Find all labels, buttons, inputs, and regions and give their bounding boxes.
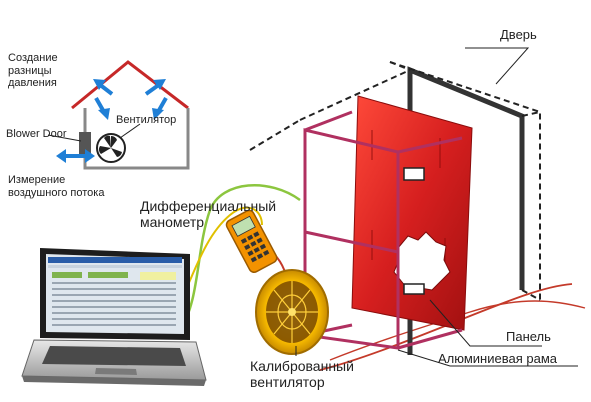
laptop-software-screen [48,257,182,326]
calibrated-fan [255,269,329,355]
label-blower-door: Blower Door [6,128,67,140]
airflow-arrow [56,149,95,163]
panel-sheet [351,95,473,331]
diff-manometer-text: Дифференциальный манометр [140,198,277,231]
house-roof [71,60,189,110]
label-small-fan: Вентилятор [116,114,177,126]
label-calibrated-fan: Калиброванный вентилятор [250,358,354,390]
label-leaders [295,47,578,367]
house-schematic [47,60,190,170]
calibrated-fan-text: Калиброванный вентилятор [250,358,354,391]
laptop-touchpad [95,368,137,375]
leader-frame [397,349,578,367]
green-cable [178,184,301,331]
panel-window-top [403,167,425,181]
label-airflow-measure: Измерение воздушного потока [8,174,104,199]
pressure-difference-text: Создание разницы давления [8,52,58,90]
laptop [21,248,207,386]
label-pressure-difference: Создание разницы давления [8,52,58,90]
leader-blower-door [47,134,82,142]
laptop-keyboard [42,346,186,366]
small-fan-icon [96,133,126,163]
pressure-arrows [93,79,168,120]
label-door: Дверь [500,27,537,42]
leader-fan [119,123,141,139]
leader-panel [429,299,542,347]
leader-door [465,47,530,85]
label-aluminum-frame: Алюминиевая рама [438,351,557,366]
label-diff-manometer: Дифференциальный манометр [140,198,276,230]
airflow-measure-text: Измерение воздушного потока [8,174,105,199]
label-panel: Панель [506,329,551,344]
red-panel [351,95,473,331]
manometer-device [225,209,278,273]
manometer-screen [231,215,256,237]
panel-window-bottom [403,283,425,295]
